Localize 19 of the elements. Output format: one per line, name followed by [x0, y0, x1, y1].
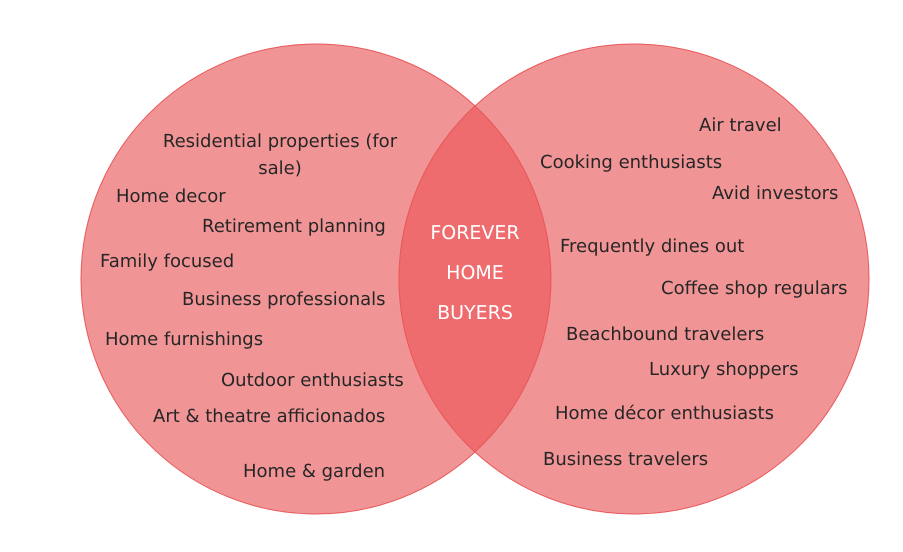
segment-label: Coffee shop regulars [661, 277, 848, 301]
segment-label: Business professionals [182, 288, 386, 312]
segment-label: Home décor enthusiasts [555, 402, 774, 426]
segment-label: Beachbound travelers [566, 323, 764, 347]
segment-label: Home furnishings [105, 328, 264, 352]
segment-label: Family focused [100, 250, 234, 274]
segment-label: Air travel [699, 114, 782, 138]
segment-label: Luxury shoppers [649, 358, 798, 382]
segment-label: Cooking enthusiasts [540, 151, 722, 175]
segment-label: Home & garden [243, 460, 386, 484]
segment-label: Retirement planning [202, 215, 386, 239]
segment-label: Avid investors [712, 182, 838, 206]
center-label: FOREVER HOME BUYERS [429, 220, 521, 326]
segment-label: Business travelers [543, 448, 708, 472]
segment-label: Outdoor enthusiasts [221, 369, 404, 393]
segment-label: Frequently dines out [560, 235, 744, 259]
segment-label: Home decor [116, 185, 226, 209]
segment-label: Residential properties (for sale) [162, 130, 398, 181]
segment-label: Art & theatre afficionados [153, 405, 386, 429]
